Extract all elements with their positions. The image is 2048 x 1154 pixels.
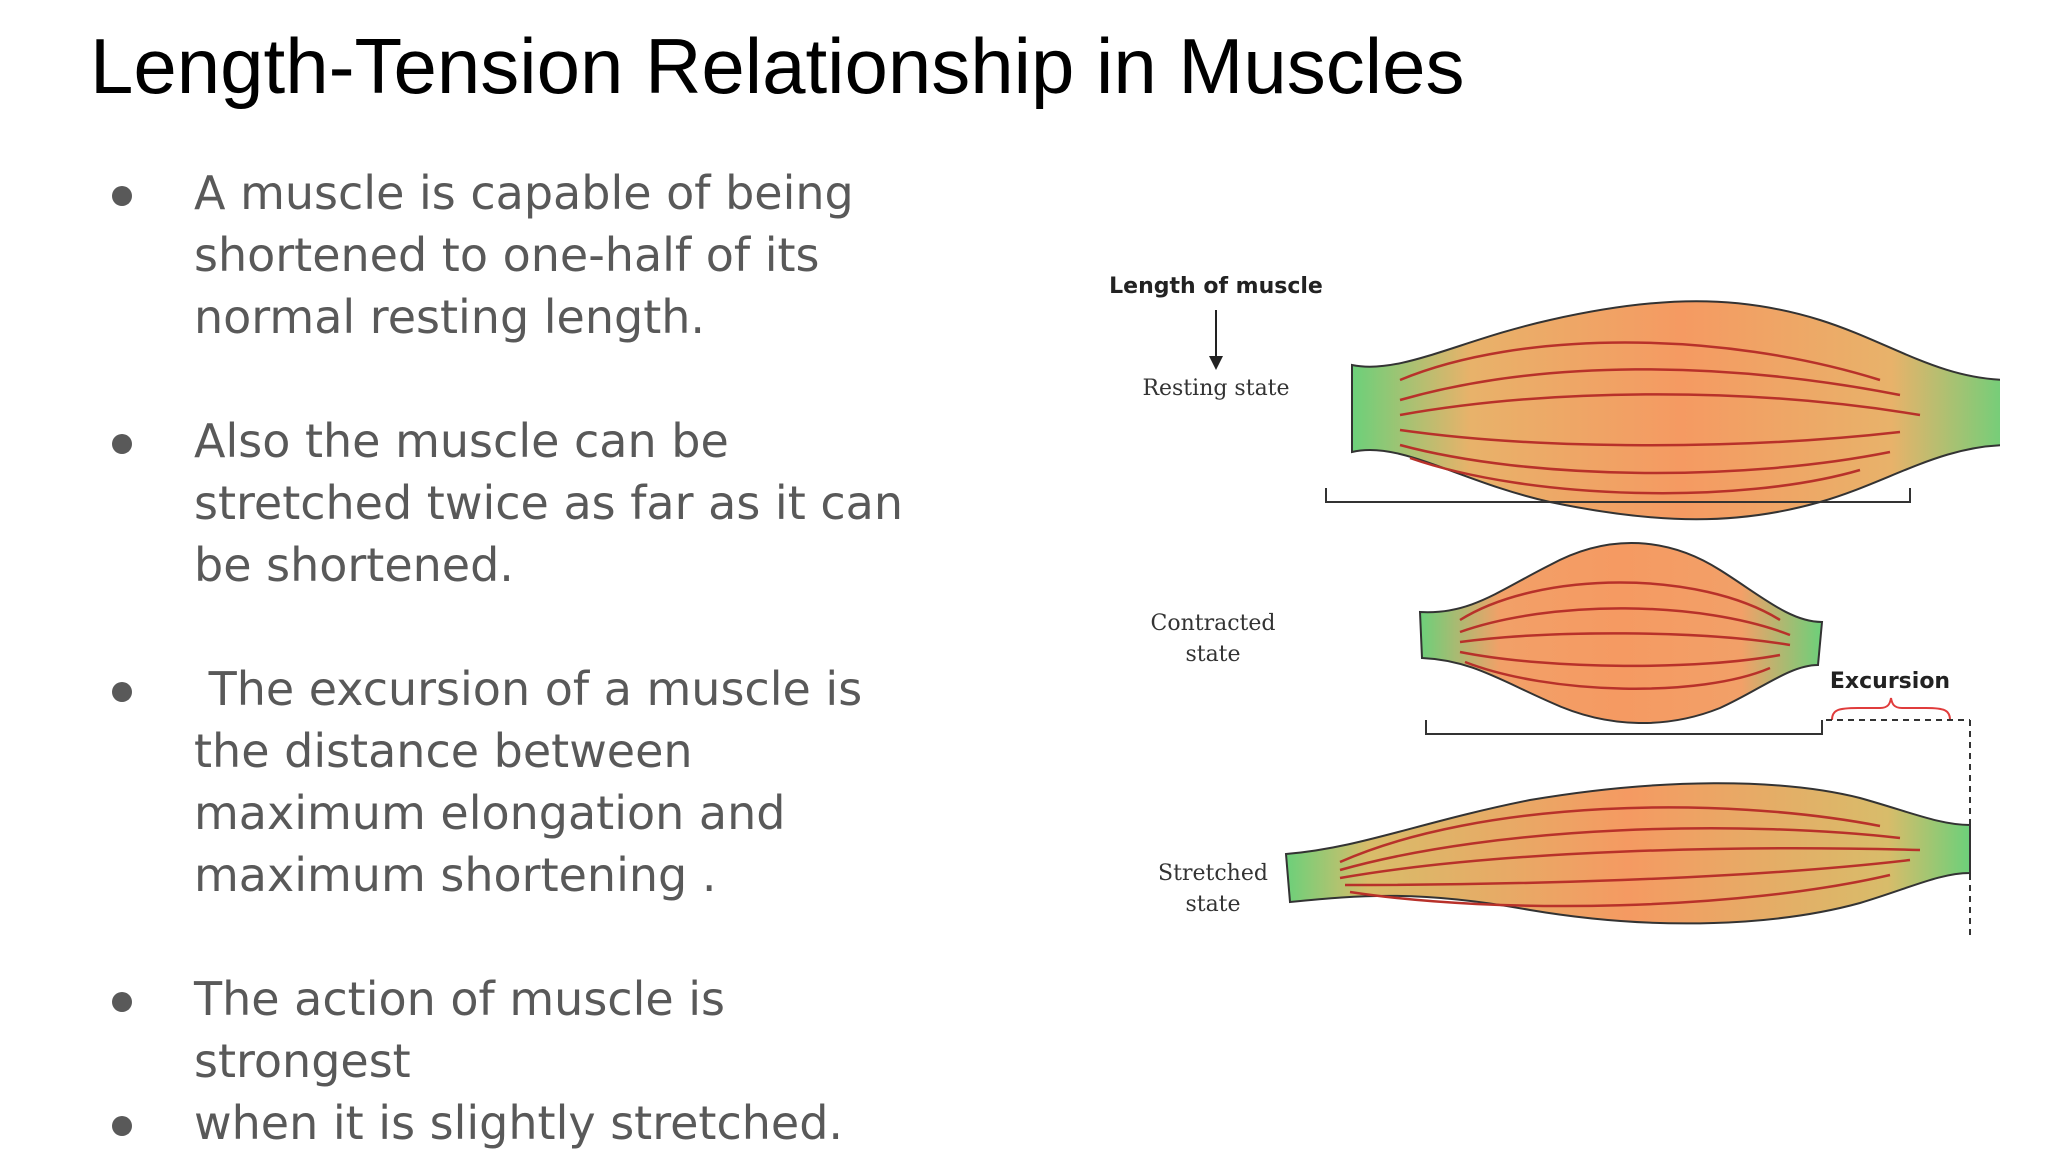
excursion-brace [1831,697,1951,721]
bullet-item: when it is slightly stretched. [110,1092,910,1154]
bullet-line: The action of muscle is [194,972,726,1026]
contracted-state-label-line1: Contracted [1151,611,1276,636]
bullet-line: strongest [194,1034,411,1088]
muscle-length-diagram: Length of muscle Resting state Contracte… [1100,220,2000,950]
bullet-line: the distance between [194,724,693,778]
bullet-dot-icon [112,992,132,1012]
muscle-diagram-svg: Length of muscle Resting state Contracte… [1109,274,2000,940]
arrow-head-icon [1209,356,1223,370]
stretched-state-label-line1: Stretched [1158,861,1268,886]
bullet-line: shortened to one-half of its [194,228,820,282]
bullet-line: The excursion of a muscle is [194,662,863,716]
stretched-state-label-line2: state [1185,892,1240,917]
bullet-line: maximum elongation and [194,786,786,840]
bullet-item: The excursion of a muscle is the distanc… [110,658,910,906]
bullet-line: normal resting length. [194,290,706,344]
slide-title: Length-Tension Relationship in Muscles [90,22,1465,110]
bullet-line: be shortened. [194,538,514,592]
bullet-dot-icon [112,434,132,454]
contracted-state-label-line2: state [1185,642,1240,667]
bullet-line: A muscle is capable of being [194,166,854,220]
bullet-item: Also the muscle can be stretched twice a… [110,410,910,596]
bullet-dot-icon [112,1116,132,1136]
resting-muscle [1351,300,2000,521]
contracted-muscle [1418,542,1824,724]
bullet-item: A muscle is capable of being shortened t… [110,162,910,348]
excursion-label: Excursion [1830,669,1950,694]
bullet-line: when it is slightly stretched. [194,1096,844,1150]
stretched-muscle [1284,782,1971,925]
bullet-dot-icon [112,682,132,702]
resting-state-label: Resting state [1142,376,1289,401]
length-of-muscle-label: Length of muscle [1109,274,1323,299]
bullet-line: maximum shortening . [194,848,717,902]
bullet-list: A muscle is capable of being shortened t… [110,162,910,1154]
bullet-line: Also the muscle can be [194,414,729,468]
bullet-dot-icon [112,186,132,206]
contracted-length-bracket [1425,720,1823,735]
bullet-item: The action of muscle is strongest [110,968,910,1092]
resting-length-bracket [1325,488,1911,503]
bullet-line: stretched twice as far as it can [194,476,904,530]
